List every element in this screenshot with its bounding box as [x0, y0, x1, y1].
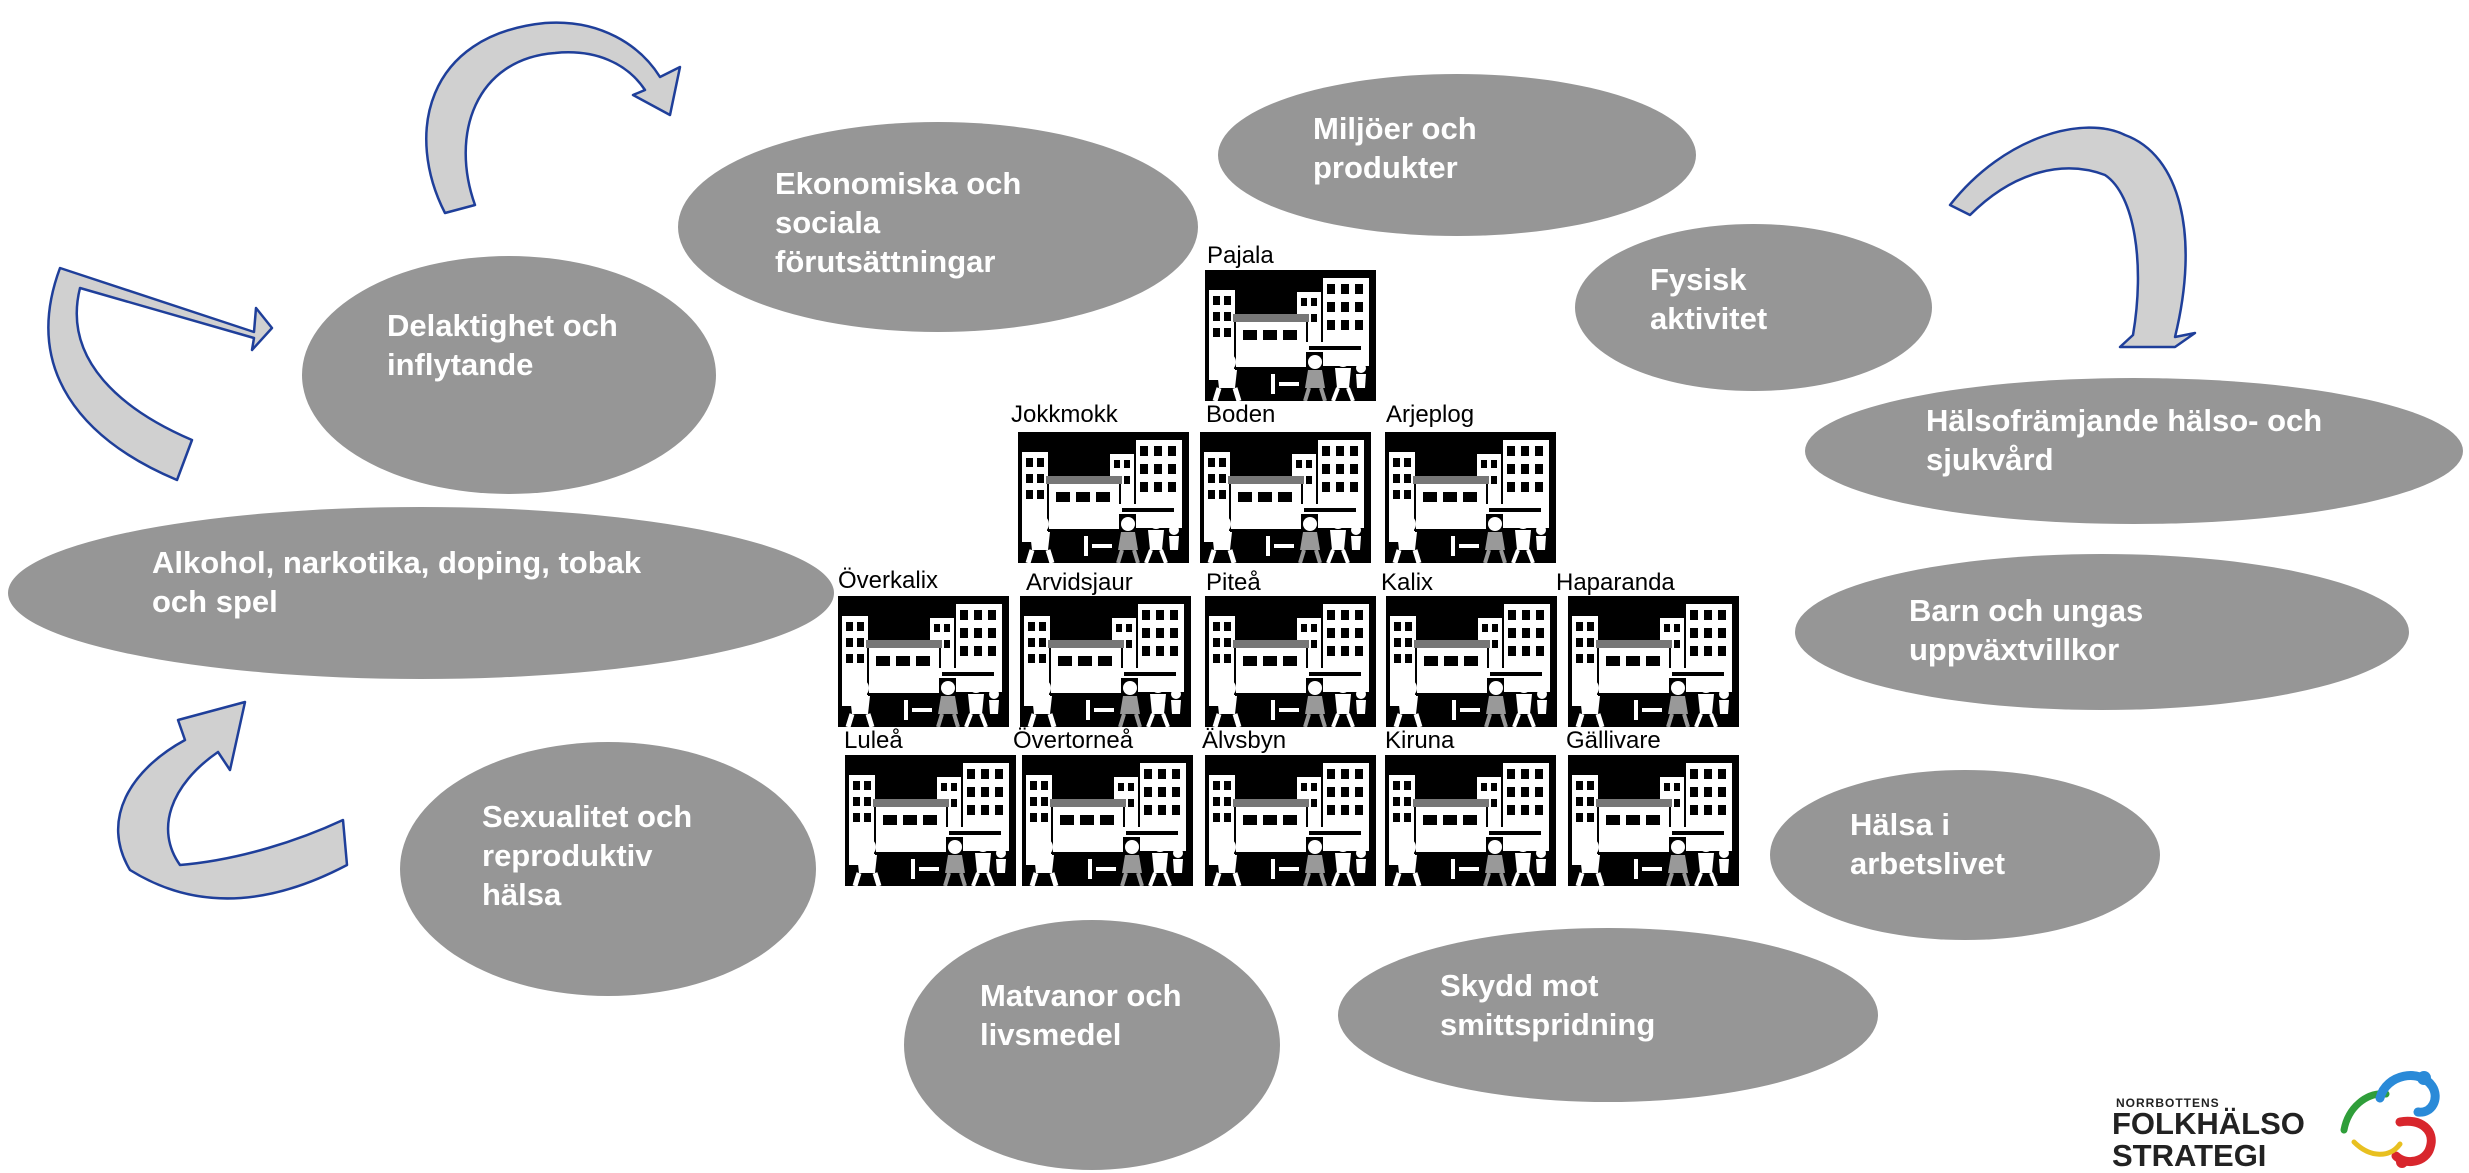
municipality-label: Överkalix	[838, 567, 939, 594]
city-scene-icon	[1205, 270, 1376, 401]
city-scene-icon	[845, 755, 1016, 886]
municipality-label: Gällivare	[1566, 727, 1661, 754]
curved-arrow-top	[425, 21, 682, 215]
municipality-label: Kiruna	[1385, 727, 1455, 754]
ellipse-skydd	[1338, 928, 1878, 1102]
ellipse-delaktighet	[302, 256, 716, 494]
city-scene-icon	[1022, 755, 1193, 886]
municipality-label: Boden	[1206, 401, 1276, 428]
logo-swirl-icon	[2340, 1071, 2440, 1168]
city-scene-icon	[1200, 432, 1371, 563]
municipality-label: Övertorneå	[1013, 727, 1134, 754]
municipality-label: Luleå	[844, 727, 903, 754]
city-scene-icon	[1020, 596, 1191, 727]
logo-small-text: NORRBOTTENS	[2116, 1096, 2220, 1110]
ellipse-halsa-arbetslivet	[1770, 770, 2160, 940]
logo-line2: STRATEGI	[2112, 1138, 2267, 1173]
ellipse-matvanor	[904, 920, 1280, 1170]
ellipse-sexualitet	[400, 742, 816, 996]
city-scene-icon	[1568, 755, 1739, 886]
curved-arrow-right	[1948, 126, 2197, 349]
ellipse-miljoer	[1218, 74, 1696, 236]
ellipse-ekonomiska	[678, 122, 1198, 332]
city-scene-icon	[1205, 596, 1376, 727]
municipality-label: Kalix	[1381, 569, 1434, 596]
city-scene-icon	[1568, 596, 1739, 727]
city-scene-icon	[1386, 596, 1557, 727]
folkhalsostrategi-logo: NORRBOTTENS FOLKHÄLSO STRATEGI	[2112, 1068, 2442, 1173]
ellipse-halsoframjande	[1805, 378, 2463, 524]
city-scene-icon	[1385, 755, 1556, 886]
municipality-label: Arjeplog	[1386, 401, 1475, 428]
municipality-label: Haparanda	[1556, 569, 1675, 596]
municipality-label: Piteå	[1206, 569, 1261, 596]
ellipse-alkohol	[8, 507, 834, 679]
municipality-label: Arvidsjaur	[1026, 569, 1133, 596]
ellipse-fysisk	[1575, 224, 1932, 391]
municipality-label: Pajala	[1207, 242, 1274, 269]
ellipse-barn	[1795, 554, 2409, 710]
curved-arrow-lower-left	[116, 700, 349, 900]
curved-arrow-upper-left	[47, 266, 274, 482]
municipality-label: Älvsbyn	[1202, 727, 1287, 754]
city-scene-icon	[1205, 755, 1376, 886]
city-scene-icon	[1018, 432, 1189, 563]
logo-line1: FOLKHÄLSO	[2112, 1106, 2305, 1141]
city-scene-icon	[838, 596, 1009, 727]
city-scene-icon	[1385, 432, 1556, 563]
municipality-label: Jokkmokk	[1011, 401, 1118, 428]
